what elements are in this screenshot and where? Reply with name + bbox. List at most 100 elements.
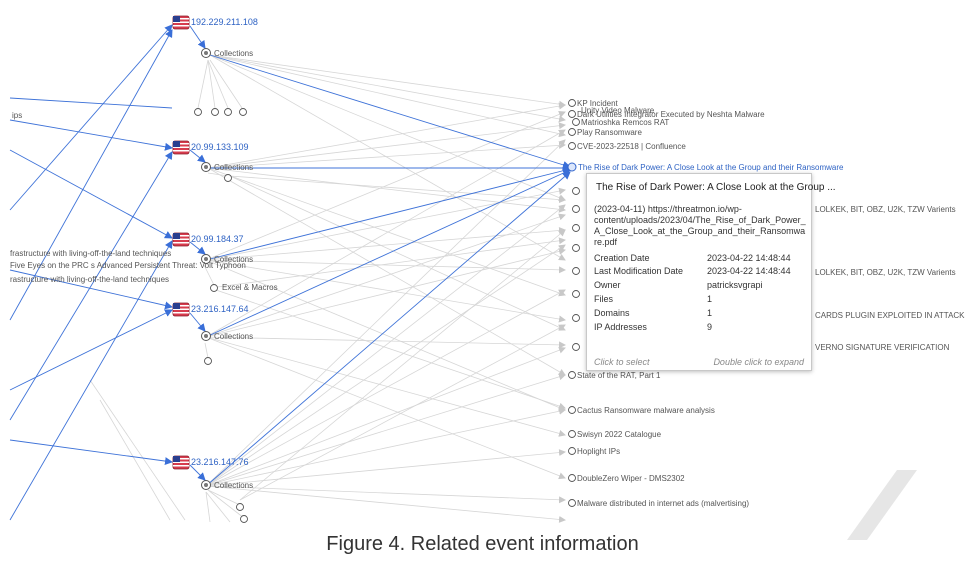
collections-node-2[interactable]: Collections: [201, 162, 254, 173]
event-node[interactable]: Cactus Ransomware malware analysis: [568, 406, 715, 415]
event-node[interactable]: Play Ransomware: [568, 128, 643, 137]
bug-icon: [568, 499, 576, 507]
collections-label: Collections: [214, 255, 253, 264]
partial-label-lolkek-1: LOLKEK, BIT, OBZ, U2K, TZW Varients: [815, 205, 956, 214]
bug-icon: [210, 284, 218, 292]
event-label: CVE-2023-22518 | Confluence: [577, 142, 686, 151]
ip-node-5[interactable]: 23.216.147.76: [172, 455, 249, 470]
blue-edges: [9, 24, 571, 521]
us-flag-icon: [172, 15, 190, 30]
collections-label: Collections: [214, 481, 253, 490]
ip-node-label: 192.229.211.108: [191, 17, 258, 27]
ip-node-label: 23.216.147.64: [191, 304, 249, 314]
event-tooltip[interactable]: The Rise of Dark Power: A Close Look at …: [586, 173, 836, 371]
ip-node-label: 23.216.147.76: [191, 457, 249, 467]
collections-label: Collections: [214, 49, 253, 58]
small-event-nodes: [194, 108, 248, 523]
collections-node-5[interactable]: Collections: [201, 480, 254, 491]
figure-caption: Figure 4. Related event information: [326, 533, 639, 555]
bug-icon: [568, 128, 576, 136]
tooltip-row-domains: Domains 1: [594, 308, 806, 320]
tooltip-key: IP Addresses: [594, 322, 647, 332]
ip-node-1[interactable]: 192.229.211.108: [172, 15, 258, 30]
excel-macros-label: Excel & Macros: [222, 283, 278, 292]
event-label: Matrioshka Remcos RAT: [581, 118, 669, 127]
event-label: Unity Video Malware: [581, 106, 655, 115]
bug-icon: [568, 142, 576, 150]
event-node[interactable]: KP Incident: [568, 99, 619, 108]
event-node[interactable]: Unity Video Malware: [581, 106, 655, 115]
tooltip-row-last-modification-date: Last Modification Date 2023-04-22 14:48:…: [594, 266, 806, 278]
bug-icon: [568, 406, 576, 414]
tooltip-row-ip-addresses: IP Addresses 9: [594, 322, 806, 334]
event-node[interactable]: Dark Utilities Integrator Executed by Ne…: [568, 110, 766, 119]
partial-label-cards: CARDS PLUGIN EXPLOITED IN ATTACKS: [815, 311, 965, 320]
collections-node-3[interactable]: Collections: [201, 254, 254, 265]
bug-icon: [572, 224, 580, 232]
bug-icon: [572, 244, 580, 252]
bug-icon: [204, 357, 212, 365]
event-node[interactable]: DoubleZero Wiper - DMS2302: [568, 474, 686, 483]
click-to-select-hint: Click to select: [594, 357, 650, 367]
left-label-infra-1: frastructure with living-off-the-land te…: [10, 249, 171, 258]
bug-icon: [572, 267, 580, 275]
event-label: Play Ransomware: [577, 128, 642, 137]
event-label: State of the RAT, Part 1: [577, 371, 661, 380]
left-label-ips: ips: [12, 111, 22, 120]
tooltip-row-owner: Owner patricksvgrapi: [594, 280, 806, 292]
right-event-list: KP Incident Unity Video Malware Dark Uti…: [567, 99, 844, 508]
bug-icon: [568, 371, 576, 379]
bug-icon: [572, 290, 580, 298]
tooltip-key: Creation Date: [594, 253, 650, 263]
tooltip-value: 2023-04-22 14:48:44: [707, 253, 791, 263]
bug-icon: [236, 503, 244, 511]
ip-node-2[interactable]: 20.99.133.109: [172, 140, 249, 155]
bug-icon: [239, 108, 247, 116]
event-label: Cactus Ransomware malware analysis: [577, 406, 715, 415]
event-node[interactable]: Hoplight IPs: [568, 447, 621, 456]
partial-label-verno: VERNO SIGNATURE VERIFICATION: [815, 343, 950, 352]
event-label: Hoplight IPs: [577, 447, 620, 456]
bug-icon: [568, 474, 576, 482]
bug-icon: [567, 162, 577, 172]
tooltip-key: Domains: [594, 308, 630, 318]
tooltip-key: Files: [594, 294, 614, 304]
tooltip-key: Owner: [594, 280, 621, 290]
watermark-shape: [847, 470, 917, 540]
tooltip-value: 2023-04-22 14:48:44: [707, 266, 791, 276]
left-label-infra-2: rastructure with living-off-the-land tec…: [10, 275, 169, 284]
bug-icon: [568, 430, 576, 438]
bug-icon: [572, 118, 580, 126]
event-node[interactable]: CVE-2023-22518 | Confluence: [568, 142, 687, 151]
us-flag-icon: [172, 232, 190, 247]
tooltip-value: 9: [707, 322, 713, 332]
bug-icon: [572, 314, 580, 322]
left-label-five-eyes: Five Eyes on the PRC s Advanced Persiste…: [10, 261, 246, 270]
bug-icon: [568, 110, 576, 118]
bug-icon: [240, 515, 248, 523]
ip-node-4[interactable]: 23.216.147.64: [172, 302, 249, 317]
event-node[interactable]: Swisyn 2022 Catalogue: [568, 430, 662, 439]
us-flag-icon: [172, 140, 190, 155]
ip-node-3[interactable]: 20.99.184.37: [172, 232, 244, 247]
bug-icon: [568, 447, 576, 455]
event-label: Dark Utilities Integrator Executed by Ne…: [577, 110, 765, 119]
collections-node-4[interactable]: Collections: [201, 331, 254, 342]
tooltip-row-creation-date: Creation Date 2023-04-22 14:48:44: [594, 253, 806, 265]
event-node-selected[interactable]: The Rise of Dark Power: A Close Look at …: [567, 162, 844, 172]
gray-edges: [89, 54, 566, 523]
us-flag-icon: [172, 302, 190, 317]
event-node[interactable]: Malware distributed in internet ads (mal…: [568, 499, 750, 508]
partial-label-lolkek-2: LOLKEK, BIT, OBZ, U2K, TZW Varients: [815, 268, 956, 277]
tooltip-value: 1: [707, 308, 713, 318]
event-node[interactable]: State of the RAT, Part 1: [568, 371, 662, 380]
event-label: DoubleZero Wiper - DMS2302: [577, 474, 685, 483]
bug-icon: [572, 205, 580, 213]
tooltip-value: patricksvgrapi: [707, 280, 763, 290]
bug-icon: [572, 343, 580, 351]
collections-node-1[interactable]: Collections: [201, 48, 254, 59]
event-label: The Rise of Dark Power: A Close Look at …: [578, 163, 844, 172]
event-node[interactable]: Matrioshka Remcos RAT: [572, 118, 670, 127]
tooltip-title: The Rise of Dark Power: A Close Look at …: [596, 182, 836, 193]
